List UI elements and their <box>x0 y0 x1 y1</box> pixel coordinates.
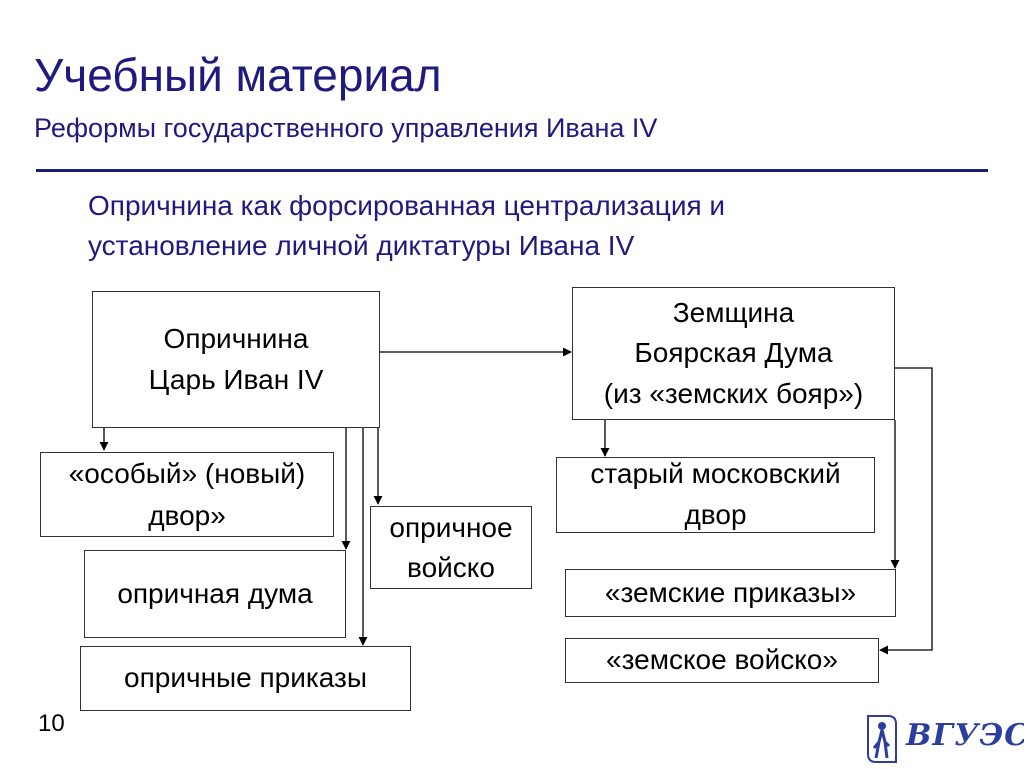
special-court-line-2: двор» <box>148 499 226 531</box>
box-oprichnye-prikazy: опричные приказы <box>80 646 411 711</box>
logo-text: ВГУЭС <box>906 718 1024 753</box>
zemskoe-voysko-label: «земское войско» <box>606 644 838 676</box>
box-zemskoe-voysko: «земское войско» <box>565 638 879 683</box>
oprichnaya-duma-label: опричная дума <box>117 577 313 609</box>
oprichnye-prikazy-label: опричные приказы <box>124 662 367 694</box>
diagram-heading-line-2: установление личной диктатуры Ивана IV <box>88 230 635 261</box>
old-court-line-2: двор <box>684 499 747 530</box>
zemskie-prikazy-label: «земские приказы» <box>604 576 857 608</box>
logo-emblem-icon <box>867 715 897 763</box>
slide-subtitle: Реформы государственного управления Иван… <box>34 113 658 143</box>
special-court-line-1: «особый» (новый) <box>68 457 306 489</box>
box-zemskie-prikazy: «земские приказы» <box>565 569 896 617</box>
box-oprichnaya-duma: опричная дума <box>84 550 346 638</box>
box-zemshchina: Земщина Боярская Дума (из «земских бояр»… <box>572 287 895 420</box>
box-special-court: «особый» (новый) двор» <box>40 452 334 537</box>
title-divider <box>36 169 988 172</box>
oprichnoe-voysko-line-2: войско <box>407 551 495 583</box>
box-oprichnoe-voysko: опричное войско <box>370 506 532 589</box>
zemshchina-title: Земщина <box>672 296 795 328</box>
box-old-moscow-court: старый московский двор <box>556 457 875 533</box>
oprichnoe-voysko-line-1: опричное <box>389 512 513 544</box>
page-number: 10 <box>38 710 65 737</box>
university-logo: ВГУЭС <box>862 712 1024 764</box>
diagram-heading-line-1: Опричнина как форсированная централизаци… <box>88 190 726 221</box>
box-oprichnina: Опричнина Царь Иван IV <box>92 291 380 428</box>
arrow-to-zemskoe-voysko <box>879 367 933 655</box>
oprichnina-title: Опричнина <box>163 322 309 354</box>
zemshchina-zemskie-boyare: (из «земских бояр») <box>603 377 864 409</box>
oprichnina-tsar: Царь Иван IV <box>148 363 324 395</box>
old-court-line-1: старый московский <box>590 458 841 490</box>
zemshchina-boyar-duma: Боярская Дума <box>634 337 833 369</box>
slide-title: Учебный материал <box>34 49 442 101</box>
